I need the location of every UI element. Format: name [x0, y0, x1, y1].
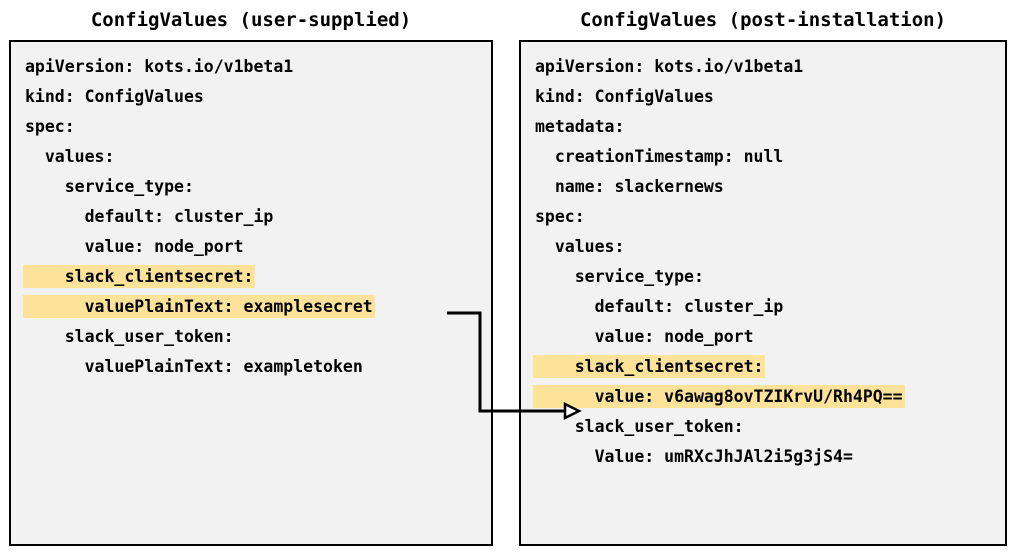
- code-line-text: spec:: [25, 117, 75, 136]
- code-line: spec:: [533, 202, 1001, 232]
- right-panel-title: ConfigValues (post-installation): [579, 9, 947, 31]
- code-line: default: cluster_ip: [23, 202, 487, 232]
- code-line-text: value: node_port: [25, 237, 244, 256]
- code-line-text: service_type:: [535, 267, 704, 286]
- code-line-text: apiVersion: kots.io/v1beta1: [25, 57, 294, 76]
- code-line: apiVersion: kots.io/v1beta1: [533, 52, 1001, 82]
- code-line-text: slack_clientsecret:: [23, 265, 256, 288]
- code-line: value: node_port: [533, 322, 1001, 352]
- right-yaml-code-block: apiVersion: kots.io/v1beta1 kind: ConfigV…: [533, 52, 1001, 472]
- code-line-text: values:: [25, 147, 115, 166]
- code-line-text: default: cluster_ip: [25, 207, 274, 226]
- code-line: slack_user_token:: [23, 322, 487, 352]
- code-line-text: Value: umRXcJhJAl2i5g3jS4=: [535, 447, 853, 466]
- code-line: creationTimestamp: null: [533, 142, 1001, 172]
- code-line-text: slack_user_token:: [535, 417, 744, 436]
- right-config-panel: apiVersion: kots.io/v1beta1 kind: ConfigV…: [519, 40, 1007, 546]
- code-line-text: spec:: [535, 207, 585, 226]
- code-line-text: creationTimestamp: null: [535, 147, 784, 166]
- code-line-text: metadata:: [535, 117, 625, 136]
- code-line-text: apiVersion: kots.io/v1beta1: [535, 57, 804, 76]
- code-line-text: valuePlainText: exampletoken: [25, 357, 363, 376]
- code-line: value: node_port: [23, 232, 487, 262]
- code-line: service_type:: [23, 172, 487, 202]
- code-line-text: kind: ConfigValues: [535, 87, 714, 106]
- code-line-text: values:: [535, 237, 625, 256]
- code-line: slack_clientsecret:: [23, 262, 487, 292]
- code-line-text: default: cluster_ip: [535, 297, 784, 316]
- code-line: name: slackernews: [533, 172, 1001, 202]
- left-config-panel: apiVersion: kots.io/v1beta1 kind: ConfigV…: [9, 40, 493, 546]
- code-line: metadata:: [533, 112, 1001, 142]
- code-line: apiVersion: kots.io/v1beta1: [23, 52, 487, 82]
- code-line-text: kind: ConfigValues: [25, 87, 204, 106]
- code-line: Value: umRXcJhJAl2i5g3jS4=: [533, 442, 1001, 472]
- code-line: default: cluster_ip: [533, 292, 1001, 322]
- code-line: valuePlainText: exampletoken: [23, 352, 487, 382]
- code-line: service_type:: [533, 262, 1001, 292]
- code-line: values:: [533, 232, 1001, 262]
- code-line: slack_clientsecret:: [533, 352, 1001, 382]
- code-line-text: value: v6awag8ovTZIKrvU/Rh4PQ==: [533, 385, 905, 408]
- code-line-text: slack_clientsecret:: [533, 355, 766, 378]
- code-line-text: slack_user_token:: [25, 327, 234, 346]
- left-yaml-code-block: apiVersion: kots.io/v1beta1 kind: ConfigV…: [23, 52, 487, 382]
- code-line: valuePlainText: examplesecret: [23, 292, 487, 322]
- code-line-text: name: slackernews: [535, 177, 724, 196]
- code-line-text: valuePlainText: examplesecret: [23, 295, 375, 318]
- code-line: slack_user_token:: [533, 412, 1001, 442]
- code-line-text: value: node_port: [535, 327, 754, 346]
- code-line-text: service_type:: [25, 177, 194, 196]
- code-line: value: v6awag8ovTZIKrvU/Rh4PQ==: [533, 382, 1001, 412]
- code-line: values:: [23, 142, 487, 172]
- code-line: spec:: [23, 112, 487, 142]
- left-panel-title: ConfigValues (user-supplied): [90, 9, 412, 31]
- code-line: kind: ConfigValues: [533, 82, 1001, 112]
- code-line: kind: ConfigValues: [23, 82, 487, 112]
